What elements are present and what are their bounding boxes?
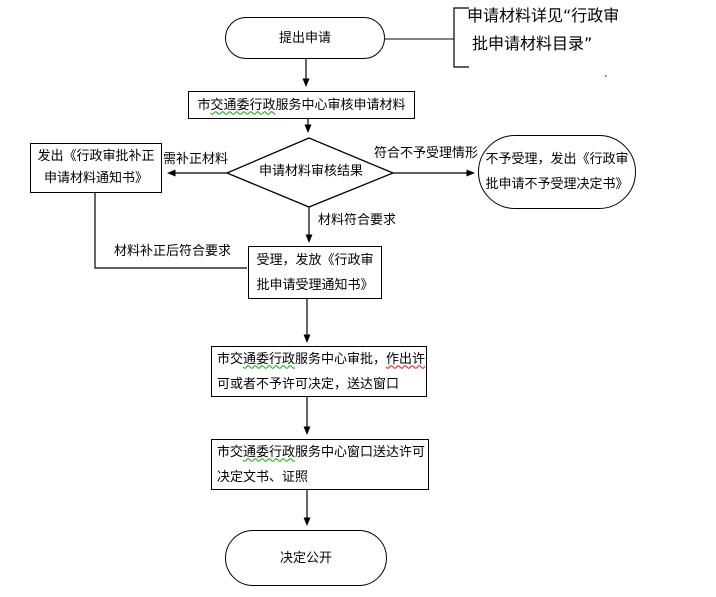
reject-node: 不予受理，发出《行政审 批申请不予受理决定书》 xyxy=(478,135,636,209)
start-node: 提出申请 xyxy=(225,17,385,59)
supplement-node-line1: 发出《行政审批补正 xyxy=(37,149,155,164)
annotation-note: 申请材料详见“行政审 批申请材料目录” xyxy=(467,2,619,58)
deliver-node-line1: 市交通委行政服务中心窗口送达许可 xyxy=(217,444,426,460)
connector-supplement-accept xyxy=(94,193,247,269)
stray-dot: . xyxy=(604,66,608,80)
edge-label-resubmit-ok: 材料补正后符合要求 xyxy=(114,244,232,259)
publish-node-label: 决定公开 xyxy=(279,550,332,566)
supplement-node: 发出《行政审批补正 申请材料通知书》 xyxy=(30,143,162,193)
approve-green-squiggle: 通委行政 xyxy=(243,351,296,367)
edge-label-need-supplement: 需补正材料 xyxy=(163,152,229,167)
review-green-squiggle: 交通委行政 xyxy=(210,97,276,113)
note-bracket xyxy=(453,7,469,68)
annotation-note-line2: 批申请材料目录” xyxy=(472,34,593,53)
annotation-note-line1: 申请材料详见“行政审 xyxy=(467,6,620,25)
edge-label-reject-case: 符合不予受理情形 xyxy=(374,146,479,161)
approve-node: 市交通委行政服务中心审批，作出许 可或者不予许可决定，送达窗口 xyxy=(211,346,427,397)
review-node-label: 市交通委行政服务中心审核申请材料 xyxy=(197,97,406,113)
supplement-node-line2: 申请材料通知书》 xyxy=(43,171,148,186)
accept-node: 受理，发放《行政审 批申请受理通知书》 xyxy=(248,246,382,299)
publish-node: 决定公开 xyxy=(225,530,387,586)
accept-node-line1: 受理，发放《行政审 xyxy=(256,252,374,268)
reject-node-line2: 批申请不予受理决定书》 xyxy=(485,177,629,192)
accept-node-line2: 批申请受理通知书》 xyxy=(256,277,374,293)
approve-node-line1: 市交通委行政服务中心审批，作出许 xyxy=(217,351,426,367)
review-node: 市交通委行政服务中心审核申请材料 xyxy=(188,91,415,119)
deliver-green-squiggle: 通委行政 xyxy=(243,444,296,460)
deliver-node-line2: 决定文书、证照 xyxy=(217,469,309,485)
deliver-node: 市交通委行政服务中心窗口送达许可 决定文书、证照 xyxy=(211,439,429,490)
edge-label-materials-ok: 材料符合要求 xyxy=(318,213,397,228)
approve-red-squiggle: 作出许 xyxy=(386,351,426,367)
decision-node-label: 申请材料审核结果 xyxy=(258,164,363,179)
reject-node-line1: 不予受理，发出《行政审 xyxy=(485,152,629,167)
start-node-label: 提出申请 xyxy=(278,30,331,46)
approve-node-line2: 可或者不予许可决定，送达窗口 xyxy=(217,376,400,392)
